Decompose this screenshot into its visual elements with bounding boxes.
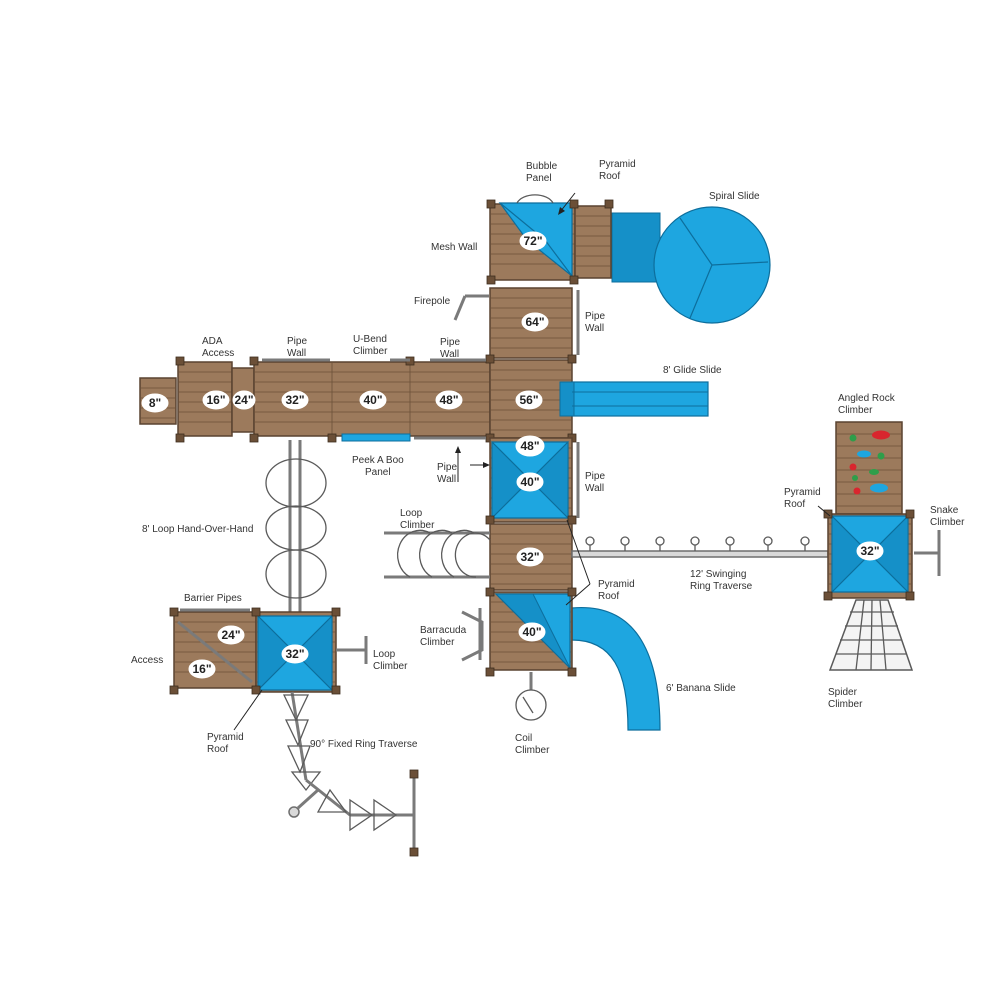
height-48-mid: 48" (520, 439, 539, 453)
height-72: 72" (523, 234, 542, 248)
tag-40-low (518, 622, 546, 642)
tag-24-low (217, 625, 245, 645)
label-barrier-pipes: Barrier Pipes (184, 593, 242, 604)
leader-arrows (233, 192, 831, 731)
loop-climber-mid (384, 529, 491, 579)
swinging-ring-traverse (571, 536, 829, 558)
height-8: 8" (149, 396, 161, 410)
tag-16-top (202, 390, 230, 410)
label-firepole: Firepole (414, 296, 451, 307)
tag-8 (141, 393, 169, 413)
label-mesh-wall: Mesh Wall (431, 242, 477, 253)
height-32-low: 32" (285, 647, 304, 661)
fixed-ring-traverse (282, 691, 419, 857)
height-24-low: 24" (221, 628, 240, 642)
tag-40-mid (516, 472, 544, 492)
tag-48-mid (515, 435, 545, 457)
coil-climber (515, 672, 547, 721)
height-64: 64" (525, 315, 544, 329)
height-40-top: 40" (363, 393, 382, 407)
height-16-low: 16" (192, 662, 211, 676)
height-32-right: 32" (860, 544, 879, 558)
tag-32-low (281, 644, 309, 664)
height-16-top: 16" (206, 393, 225, 407)
spiral-slide (611, 206, 771, 324)
label-banana-slide: 6' Banana Slide (666, 683, 736, 694)
height-56: 56" (519, 393, 538, 407)
height-32-top: 32" (285, 393, 304, 407)
tag-16-low (188, 659, 216, 679)
height-24-top: 24" (234, 393, 253, 407)
height-32-mid: 32" (520, 550, 539, 564)
label-loop-hand-over-hand: 8' Loop Hand-Over-Hand (142, 524, 253, 535)
spider-climber (828, 599, 914, 671)
label-fixed-ring: 90° Fixed Ring Traverse (310, 739, 418, 750)
banana-slide (571, 607, 661, 731)
height-40-low: 40" (522, 625, 541, 639)
deck-low-left (169, 607, 368, 695)
snake-climber (914, 530, 941, 576)
height-48-top: 48" (439, 393, 458, 407)
angled-rock-climber (835, 421, 903, 515)
deck-64 (453, 287, 580, 359)
tag-56 (515, 390, 543, 410)
tag-32-top (281, 390, 309, 410)
height-tags: 8" 16" 24" 32" 40" 48" 56" 64" 72" 48" 4… (141, 231, 884, 679)
label-glide-slide: 8' Glide Slide (663, 365, 722, 376)
label-spiral-slide: Spiral Slide (709, 191, 760, 202)
tag-64 (521, 312, 549, 332)
tag-32-mid (516, 547, 544, 567)
tag-32-right (856, 541, 884, 561)
height-40-mid: 40" (520, 475, 539, 489)
tag-48-top (435, 390, 463, 410)
loop-hand-over-hand (265, 440, 327, 612)
glide-slide (559, 381, 709, 417)
tag-40-top (359, 390, 387, 410)
deck-72 (486, 194, 614, 285)
tag-24-top (232, 390, 256, 410)
tag-72 (519, 231, 547, 251)
label-access: Access (131, 655, 163, 666)
